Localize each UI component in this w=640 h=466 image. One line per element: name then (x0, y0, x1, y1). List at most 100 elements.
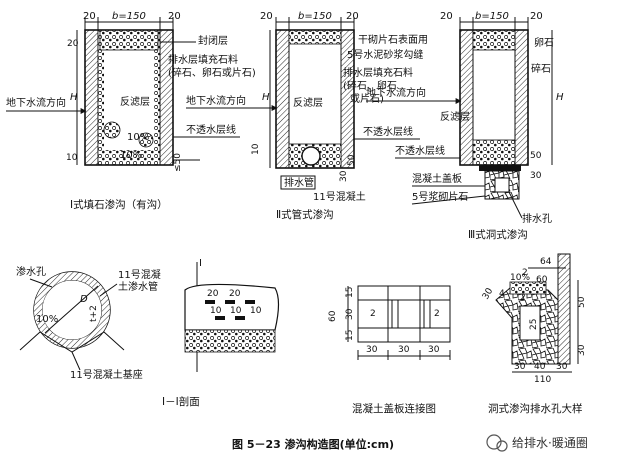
fig2-left-wall (275, 29, 290, 169)
fig4-section-mark-top: I (199, 258, 202, 269)
fig3-flow-label: 地下水流方向 (366, 86, 426, 99)
fig1-dim-b: b=150 (112, 11, 146, 22)
fig6-dim-30: 30 (481, 286, 496, 301)
fig2-top-label: 干砌片石表面用 (358, 33, 428, 46)
fig3-imperm-label: 不透水层线 (395, 144, 445, 157)
fig4-slope-label: 10% (36, 314, 58, 325)
fig6-dim-25: 25 (529, 319, 539, 330)
fig6-dim-64: 64 (540, 257, 552, 267)
fig4-thickness-label: t+2 (89, 305, 99, 322)
fig2-pipe-label: 排水管 (284, 176, 314, 189)
fig1-dim-10: 10 (66, 153, 78, 163)
fig3-dim-20b: 20 (530, 11, 543, 22)
fig1-dim-20c: 20 (67, 39, 79, 49)
fig5-dim-30v: 30 (345, 308, 355, 320)
fig6-drain-hole-detail: 64 2 60 30 4 10% 2 25 50 30 30 40 30 110… (481, 253, 587, 415)
fig4-pipe-body (184, 283, 280, 331)
fig6-hole (519, 305, 541, 341)
fig3-dim-h: H (556, 92, 564, 103)
fig2-filter-label: 反滤层 (293, 96, 323, 109)
fig6-dim-30b: 30 (514, 362, 526, 372)
fig4-dim-10b: 10 (230, 306, 242, 316)
fig2-dim-b: b=150 (298, 11, 332, 22)
fig2-dim-10: 10 (251, 143, 261, 155)
fig3-cover-slab (479, 165, 521, 171)
fig3-top-pebble (472, 29, 516, 51)
fig3-bottom-gravel (472, 139, 516, 166)
fig6-dim-10pct: 10% (510, 273, 530, 283)
fig2-concrete-label: 11号混凝土 (313, 190, 366, 203)
fig5-dim-2b: 2 (434, 309, 440, 319)
fig5-caption: 混凝土盖板连接图 (352, 402, 436, 415)
fig6-dim-2a: 2 (522, 268, 528, 278)
fig2-dim-20a: 20 (260, 11, 273, 22)
fig1-dim-50: ≤50 (173, 153, 183, 172)
fig6-dim-50: 50 (577, 296, 587, 308)
fig4-dim-20b: 20 (229, 289, 241, 299)
fig5-dim-30a: 30 (366, 345, 378, 355)
fig5-dim-2a: 2 (370, 309, 376, 319)
fig2-dim-50: 50 (347, 154, 357, 166)
fig4-pipe-label: 11号混凝 (118, 269, 161, 281)
fig3-filter-label: 反滤层 (440, 110, 470, 123)
fig2-flow-label: 地下水流方向 (186, 94, 246, 107)
fig2-dim-30: 30 (339, 170, 349, 182)
fig4-pipe-section: D t+2 渗水孔 11号混凝 土渗水管 10% 11号混凝土基座 I 20 2… (16, 258, 280, 408)
fig2-drain-pipe (301, 146, 321, 166)
fig3-hole-label: 排水孔 (522, 212, 552, 225)
fig1-dim-20b: 20 (168, 11, 181, 22)
fig2-fill-label: 排水层填充石料 (343, 66, 413, 79)
fig4-pipe-label-2: 土渗水管 (118, 280, 158, 293)
fig3-culvert-ditch: 20 b=150 20 H 卵石 碎石 地下水流方向 反滤层 不透水层线 50 … (366, 11, 564, 241)
fig2-mortar-label: 5号水泥砂浆勾缝 (347, 48, 423, 61)
fig4-dim-10a: 10 (210, 306, 222, 316)
wechat-icon (486, 434, 502, 450)
fig1-fill-label: 排水层填充石料 (168, 53, 238, 66)
fig4-dim-20a: 20 (207, 289, 219, 299)
fig6-dim-4: 4 (499, 289, 505, 299)
fig1-fill-stone-ditch: 20 b=150 20 20 H 10 封闭层 排水层填充石料 (碎石、卵石或片… (6, 11, 256, 211)
fig1-fill-label-2: (碎石、卵石或片石) (168, 66, 256, 79)
fig1-flow-label: 地下水流方向 (6, 96, 66, 109)
fig5-dim-15b: 15 (345, 330, 355, 341)
fig4-caption: Ⅰ－Ⅰ剖面 (162, 395, 200, 408)
watermark: 给排水·暖通圈 (486, 434, 588, 452)
fig6-dim-40: 40 (534, 362, 546, 372)
fig4-base-label: 11号混凝土基座 (70, 368, 143, 381)
fig4-diameter-label: D (80, 294, 88, 305)
fig1-slope-label-b: 10% (120, 150, 142, 161)
fig2-dim-h: H (262, 92, 270, 103)
fig6-dim-110: 110 (534, 375, 551, 385)
fig2-top-stone (288, 29, 342, 45)
fig6-wall (557, 253, 571, 365)
fig1-dim-h: H (70, 92, 78, 103)
fig3-pebble-label: 卵石 (534, 37, 554, 49)
fig5-dim-15a: 15 (345, 287, 355, 298)
fig6-dim-30c: 30 (556, 362, 568, 372)
fig4-hole-label: 渗水孔 (16, 265, 46, 278)
fig2-imperm-label: 不透水层线 (363, 125, 413, 138)
fig5-dim-30c: 30 (428, 345, 440, 355)
fig4-dim-10c: 10 (250, 306, 262, 316)
fig3-left-wall (459, 29, 474, 166)
fig6-caption: 洞式渗沟排水孔大样 (488, 402, 583, 415)
fig2-caption: Ⅱ式管式渗沟 (276, 208, 334, 221)
fig3-gravel-label: 碎石 (531, 62, 551, 75)
fig1-dim-20a: 20 (83, 11, 96, 22)
fig5-dim-30b: 30 (398, 345, 410, 355)
fig1-imperm-label: 不透水层线 (186, 123, 236, 136)
fig3-cover-label: 混凝土盖板 (412, 172, 462, 185)
fig2-dim-20b: 20 (346, 11, 359, 22)
fig1-caption: Ⅰ式填石渗沟（有沟） (70, 198, 168, 211)
fig2-pipe-ditch: 20 b=150 20 H 10 干砌片石表面用 5号水泥砂浆勾缝 排水层填充石… (186, 11, 428, 221)
figure-caption: 图 5－23 渗沟构造图(单位:cm) (232, 437, 394, 451)
fig2-fill-label-3: 或片石) (350, 92, 384, 105)
fig3-caption: Ⅲ式洞式渗沟 (468, 228, 528, 241)
fig1-seal-layer (99, 29, 159, 51)
fig1-seal-label: 封闭层 (198, 34, 228, 47)
fig3-dim-20a: 20 (440, 11, 453, 22)
fig3-right-wall (514, 29, 529, 166)
fig5-cover-plate: 60 15 30 15 2 2 30 30 30 混凝土盖板连接图 (328, 285, 451, 415)
fig3-dim-b: b=150 (475, 11, 509, 22)
